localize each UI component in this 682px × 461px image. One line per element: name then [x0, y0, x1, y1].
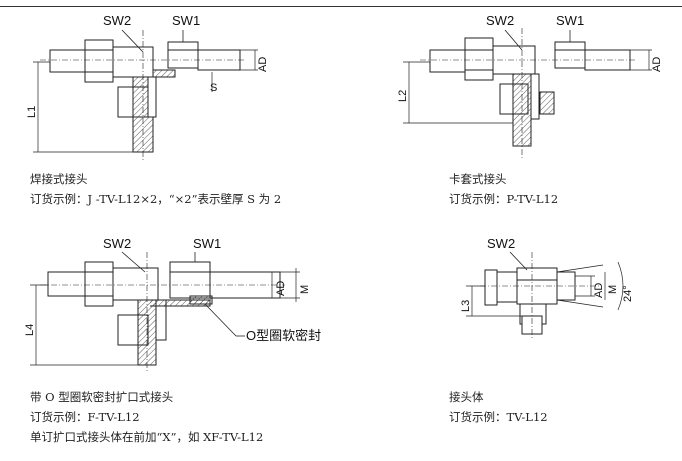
fig4-angle-label: 24°: [622, 285, 634, 302]
fig3-sw2-label: SW2: [103, 236, 132, 251]
fig4-l-label: L3: [460, 299, 472, 312]
fig3-order-example: 订货示例：F-TV-L12: [30, 410, 140, 424]
fig3-note: 单订扩口式接头体在前加“X”，如 XF-TV-L12: [30, 430, 264, 444]
fig2-sw2-label: SW2: [486, 13, 515, 28]
fig2-sw1-label: SW1: [556, 13, 585, 28]
fig4-m-label: M: [607, 284, 619, 294]
fig3-ad-label: AD: [275, 280, 287, 296]
fig4-ad-label: AD: [593, 282, 605, 298]
top-rule: [0, 6, 682, 7]
figure-4-drawing: [466, 251, 624, 340]
fig3-sw1-label: SW1: [193, 236, 222, 251]
fig3-l-label: L4: [24, 323, 36, 336]
fig3-seal-label: O型圈软密封: [246, 328, 322, 343]
figure-2-drawing: [403, 28, 652, 158]
fig2-ad-label: AD: [651, 56, 663, 72]
fig3-caption: 带 O 型圈软密封扩口式接头: [30, 390, 174, 404]
fig2-l-label: L2: [397, 89, 409, 102]
fig4-caption: 接头体: [449, 390, 484, 404]
fig1-s-label: S: [210, 82, 218, 94]
fig1-l-label: L1: [26, 105, 38, 118]
figure-1-drawing: [33, 29, 258, 160]
fig1-sw1-label: SW1: [172, 13, 201, 28]
fig1-caption: 焊接式接头: [30, 172, 88, 186]
fig4-order-example: 订货示例：TV-L12: [449, 410, 548, 424]
fig3-m-label: M: [299, 284, 311, 294]
fig1-sw2-label: SW2: [103, 13, 132, 28]
fig1-ad-label: AD: [257, 56, 269, 72]
fig2-order-example: 订货示例：P-TV-L12: [449, 192, 559, 206]
fig2-caption: 卡套式接头: [449, 172, 507, 186]
figure-3-drawing: [30, 251, 300, 372]
fig4-sw2-label: SW2: [487, 236, 516, 251]
fig1-order-example: 订货示例：J -TV-L12×2，“×2”表示壁厚 S 为 2: [30, 192, 282, 206]
